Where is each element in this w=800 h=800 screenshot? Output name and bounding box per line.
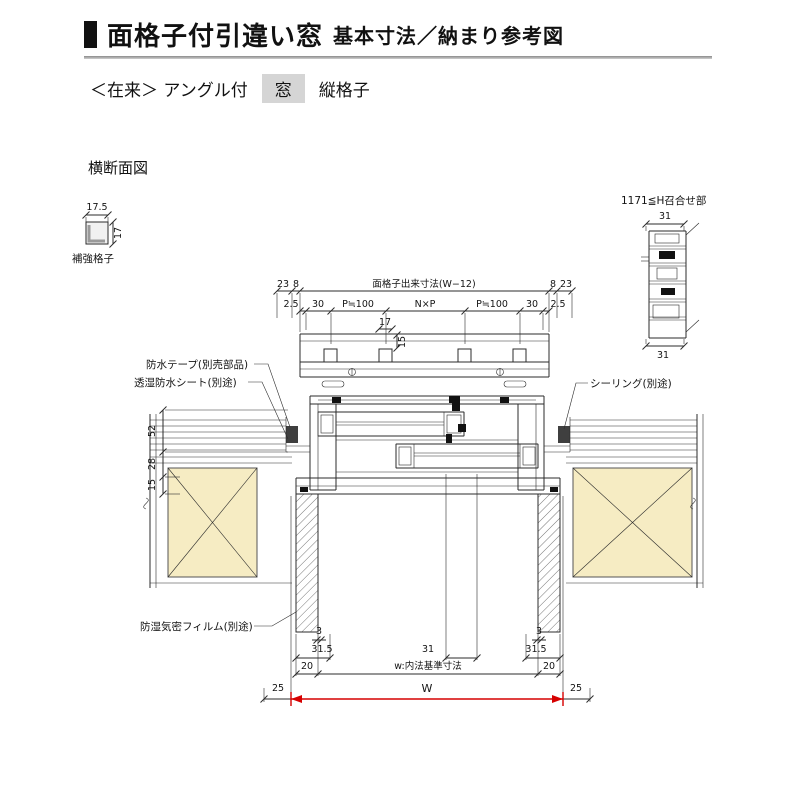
sealing-label: シーリング(別途)	[590, 377, 672, 390]
page-subtitle: 基本寸法／納まり参考図	[333, 24, 565, 48]
w-arrow-right	[552, 695, 563, 703]
lattice-bar	[457, 348, 472, 363]
detail-dim-17: 17	[113, 227, 124, 239]
page-header: 面格子付引違い窓 基本寸法／納まり参考図	[84, 16, 564, 53]
reinforcement-lattice-label: 補強格子	[72, 252, 114, 265]
dim-w-overall: W	[422, 682, 433, 695]
page-title: 面格子付引違い窓	[107, 22, 324, 52]
dim-top-8-right: 8	[550, 279, 556, 290]
dim-2-5-right: 2.5	[550, 299, 565, 310]
dim-nxp: N×P	[415, 299, 436, 310]
top-dimensions: 23 8 面格子出来寸法(W−12) 8 23 2.5 30 P≒100 N×P…	[273, 278, 576, 344]
dim-30-left: 30	[312, 299, 324, 310]
meeting-interlock	[452, 402, 460, 411]
section-view-title: 横断面図	[88, 159, 149, 177]
lattice-bar	[378, 348, 393, 363]
window-frame-section	[286, 395, 570, 495]
meeting-interlock	[458, 424, 466, 432]
dim-bar-width: 17	[379, 317, 391, 328]
dim-2-5-left: 2.5	[283, 299, 298, 310]
break-mark-right	[690, 497, 696, 510]
dim-31-5-right: 31.5	[525, 644, 546, 655]
lattice-bar	[323, 348, 338, 363]
meeting-stile-title: 1171≦H召合せ部	[621, 194, 706, 207]
dim-inner-standard: w:内法基準寸法	[394, 660, 461, 672]
reinforcement-lattice-detail: 17.5 17 補強格子	[72, 202, 124, 265]
meeting-interlock	[446, 434, 452, 443]
detail-dim-17-5: 17.5	[86, 202, 107, 213]
sealing-right	[558, 426, 570, 443]
window-highlight-badge: 窓	[261, 74, 305, 103]
variant-label: ＜在来＞ アングル付	[90, 81, 248, 101]
interior-finish-strips	[295, 493, 561, 633]
dim-bar-depth: 15	[397, 336, 408, 348]
variant-row: ＜在来＞ アングル付 窓 縦格子	[90, 74, 370, 103]
dim-30-right: 30	[526, 299, 538, 310]
sealing-left	[286, 426, 298, 443]
waterproof-tape-label: 防水テープ(別売部品)	[146, 358, 248, 371]
dim-lattice-width-title: 面格子出来寸法(W−12)	[372, 278, 475, 290]
dim-15: 15	[147, 479, 158, 491]
lattice-bracket	[503, 380, 527, 388]
outer-sash	[317, 411, 465, 437]
dim-31-center: 31	[422, 644, 434, 655]
break-mark-left	[143, 497, 149, 510]
lattice-bracket	[321, 380, 345, 388]
reinforcement-lattice-profile	[85, 221, 109, 245]
wall-construction	[143, 414, 704, 588]
left-vertical-dimensions: 52 28 15	[147, 406, 288, 498]
dim-top-8-left: 8	[293, 279, 299, 290]
meeting-dim-top: 31	[659, 211, 671, 222]
dim-25-right: 25	[570, 683, 582, 694]
dim-28: 28	[147, 458, 158, 470]
dim-3-left: 3	[316, 626, 322, 637]
dim-3-right: 3	[536, 626, 542, 637]
lattice-type-label: 縦格子	[318, 81, 370, 101]
dim-pitch-right: P≒100	[476, 299, 508, 310]
lattice-bar	[512, 348, 527, 363]
dim-52: 52	[147, 425, 158, 437]
header-rule	[84, 56, 712, 59]
annotation-labels: 防水テープ(別売部品) 透湿防水シート(別途) シーリング(別途) 防湿気密フィ…	[134, 358, 672, 633]
meeting-seal-block	[659, 251, 675, 259]
meeting-stile-detail: 1171≦H召合せ部 31	[621, 194, 706, 361]
inner-sash	[395, 443, 539, 469]
bottom-dimensions: 3 3 31.5 31 31.5 20 w:内法基準寸法 20 25 W	[260, 474, 594, 706]
moisture-film-label: 防湿気密フィルム(別途)	[140, 620, 253, 633]
dim-25-left: 25	[272, 683, 284, 694]
dim-20-left: 20	[301, 661, 313, 672]
interior-strip-left	[295, 493, 319, 633]
meeting-dim-bottom: 31	[657, 350, 669, 361]
face-lattice-section: 17 15	[299, 317, 550, 388]
dim-31-5-left: 31.5	[311, 644, 332, 655]
w-arrow-left	[291, 695, 302, 703]
dim-20-right: 20	[543, 661, 555, 672]
title-bullet	[84, 21, 97, 48]
meeting-seal-block	[661, 288, 675, 295]
dim-top-23-right: 23	[560, 279, 572, 290]
breathable-sheet-label: 透湿防水シート(別途)	[134, 376, 237, 389]
interior-strip-right	[537, 493, 561, 633]
dim-top-23-left: 23	[277, 279, 289, 290]
dim-pitch-left: P≒100	[342, 299, 374, 310]
